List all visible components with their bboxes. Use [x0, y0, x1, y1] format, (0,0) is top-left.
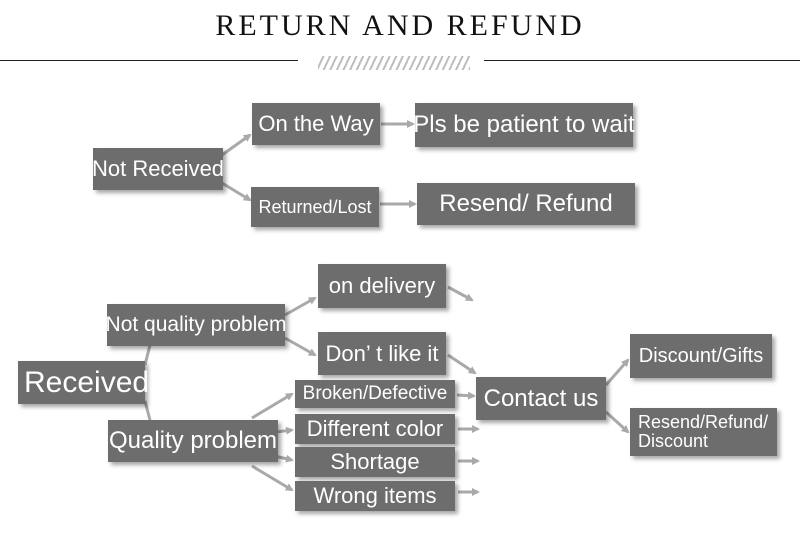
- resend-refund-discount-box: Resend/Refund/ Discount: [630, 408, 777, 456]
- line-received-quality: [143, 400, 152, 421]
- returned-lost-box: Returned/Lost: [251, 187, 379, 227]
- discount-gifts-box: Discount/Gifts: [630, 334, 772, 378]
- line-received-notquality: [143, 344, 152, 366]
- different-color-box: Different color: [295, 414, 455, 444]
- dont-like-it-box: Don’ t like it: [318, 332, 446, 375]
- arrow-quality-broken: [251, 392, 294, 420]
- arrow-contact-resend: [604, 410, 630, 434]
- on-the-way-box: On the Way: [252, 103, 380, 145]
- arrow-notquality-dontlike: [284, 336, 317, 357]
- shortage-box: Shortage: [295, 447, 455, 477]
- arrow-quality-color: [275, 426, 294, 435]
- page-title: RETURN AND REFUND: [215, 9, 585, 42]
- not-quality-problem-box: Not quality problem: [106, 304, 286, 346]
- not-received-box: Not Received: [92, 148, 224, 190]
- broken-defective-box: Broken/Defective: [295, 380, 455, 408]
- wrong-items-box: Wrong items: [295, 481, 455, 511]
- received-box: Received: [18, 361, 149, 404]
- title-hatch-decoration: [318, 56, 470, 70]
- title-rule-right: [484, 60, 800, 61]
- arrow-notquality-ondelivery: [284, 296, 317, 317]
- quality-problem-box: Quality problem: [108, 420, 278, 462]
- on-delivery-box: on delivery: [318, 264, 446, 308]
- contact-us-box: Contact us: [476, 377, 606, 420]
- arrow-broken-contact: [456, 391, 476, 400]
- title-rule-left: [0, 60, 298, 61]
- arrow-quality-wrong: [251, 464, 294, 492]
- be-patient-box: Pls be patient to wait: [413, 103, 635, 147]
- resend-refund-discount-line1: Resend/Refund/: [638, 412, 769, 433]
- arrow-dontlike-contact: [447, 353, 477, 375]
- resend-refund-box: Resend/ Refund: [417, 183, 635, 225]
- arrow-contact-discountgifts: [604, 358, 630, 386]
- arrow-ondelivery-out: [447, 285, 474, 302]
- arrow-notreceived-ontheway: [221, 133, 252, 157]
- arrow-notreceived-returned: [221, 181, 252, 202]
- resend-refund-discount-line2: Discount: [638, 431, 709, 451]
